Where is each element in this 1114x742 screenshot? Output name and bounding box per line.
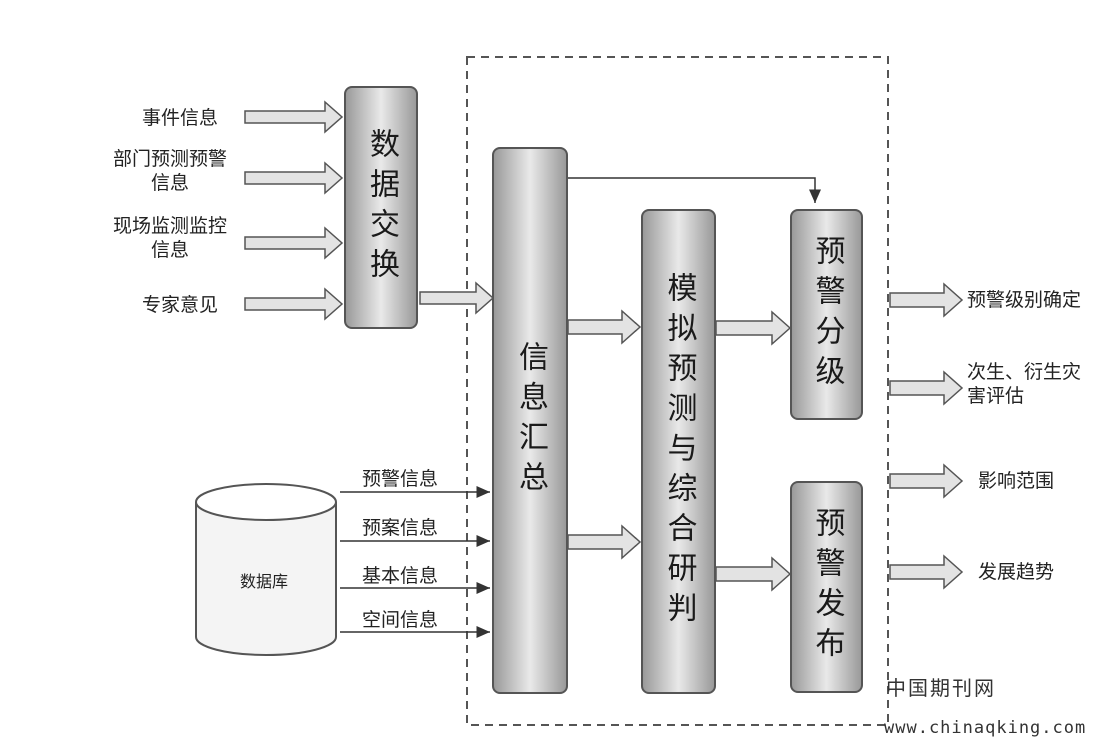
input-label-dept-forecast: 部门预测预警 信息	[112, 148, 227, 194]
db-link-label-basic: 基本信息	[362, 565, 439, 587]
info-summary-box: 信息汇总	[492, 147, 568, 694]
database-label: 数据库	[240, 572, 289, 591]
output-label-secondary-disaster: 次生、衍生灾 害评估	[967, 361, 1082, 407]
output-label-impact-range: 影响范围	[978, 470, 1055, 492]
arrow-summary-to-simulation-top	[567, 309, 642, 345]
simulation-box: 模拟预测与综合研判	[641, 209, 716, 694]
input-label-site-monitoring: 现场监测监控 信息	[112, 215, 227, 261]
info-summary-label: 信息汇总	[513, 340, 548, 501]
arrow-simulation-to-release	[715, 556, 792, 592]
output-arrow-4	[889, 554, 964, 590]
warning-grading-label: 预警分级	[809, 234, 845, 395]
input-arrow-3	[244, 226, 344, 260]
db-link-label-spatial: 空间信息	[362, 609, 439, 631]
output-label-level: 预警级别确定	[967, 289, 1082, 311]
input-arrow-1	[244, 100, 344, 134]
output-arrow-1	[889, 282, 964, 318]
input-arrow-2	[244, 161, 344, 195]
input-label-event-info: 事件信息	[142, 107, 219, 129]
simulation-label: 模拟预测与综合研判	[661, 271, 697, 632]
connector-summary-to-grading	[568, 177, 821, 203]
input-label-expert-opinion: 专家意见	[142, 294, 219, 316]
warning-release-box: 预警发布	[790, 481, 863, 693]
watermark-name: 中国期刊网	[886, 676, 996, 700]
output-arrow-2	[889, 370, 964, 406]
db-link-label-plan: 预案信息	[362, 517, 439, 539]
data-exchange-box: 数据交换	[344, 86, 418, 329]
output-arrow-3	[889, 463, 964, 499]
arrow-summary-to-simulation-bottom	[567, 524, 642, 560]
warning-grading-box: 预警分级	[790, 209, 863, 420]
watermark-url: www.chinaqking.com	[884, 718, 1087, 738]
db-link-label-warning: 预警信息	[362, 468, 439, 490]
output-label-trend: 发展趋势	[978, 561, 1055, 583]
arrow-simulation-to-grading	[715, 310, 792, 346]
dashed-boundary	[466, 56, 889, 726]
database-cylinder	[195, 483, 337, 656]
data-exchange-label: 数据交换	[364, 127, 399, 288]
input-arrow-4	[244, 287, 344, 321]
arrow-exchange-to-summary	[419, 281, 495, 315]
warning-release-label: 预警发布	[809, 507, 845, 667]
